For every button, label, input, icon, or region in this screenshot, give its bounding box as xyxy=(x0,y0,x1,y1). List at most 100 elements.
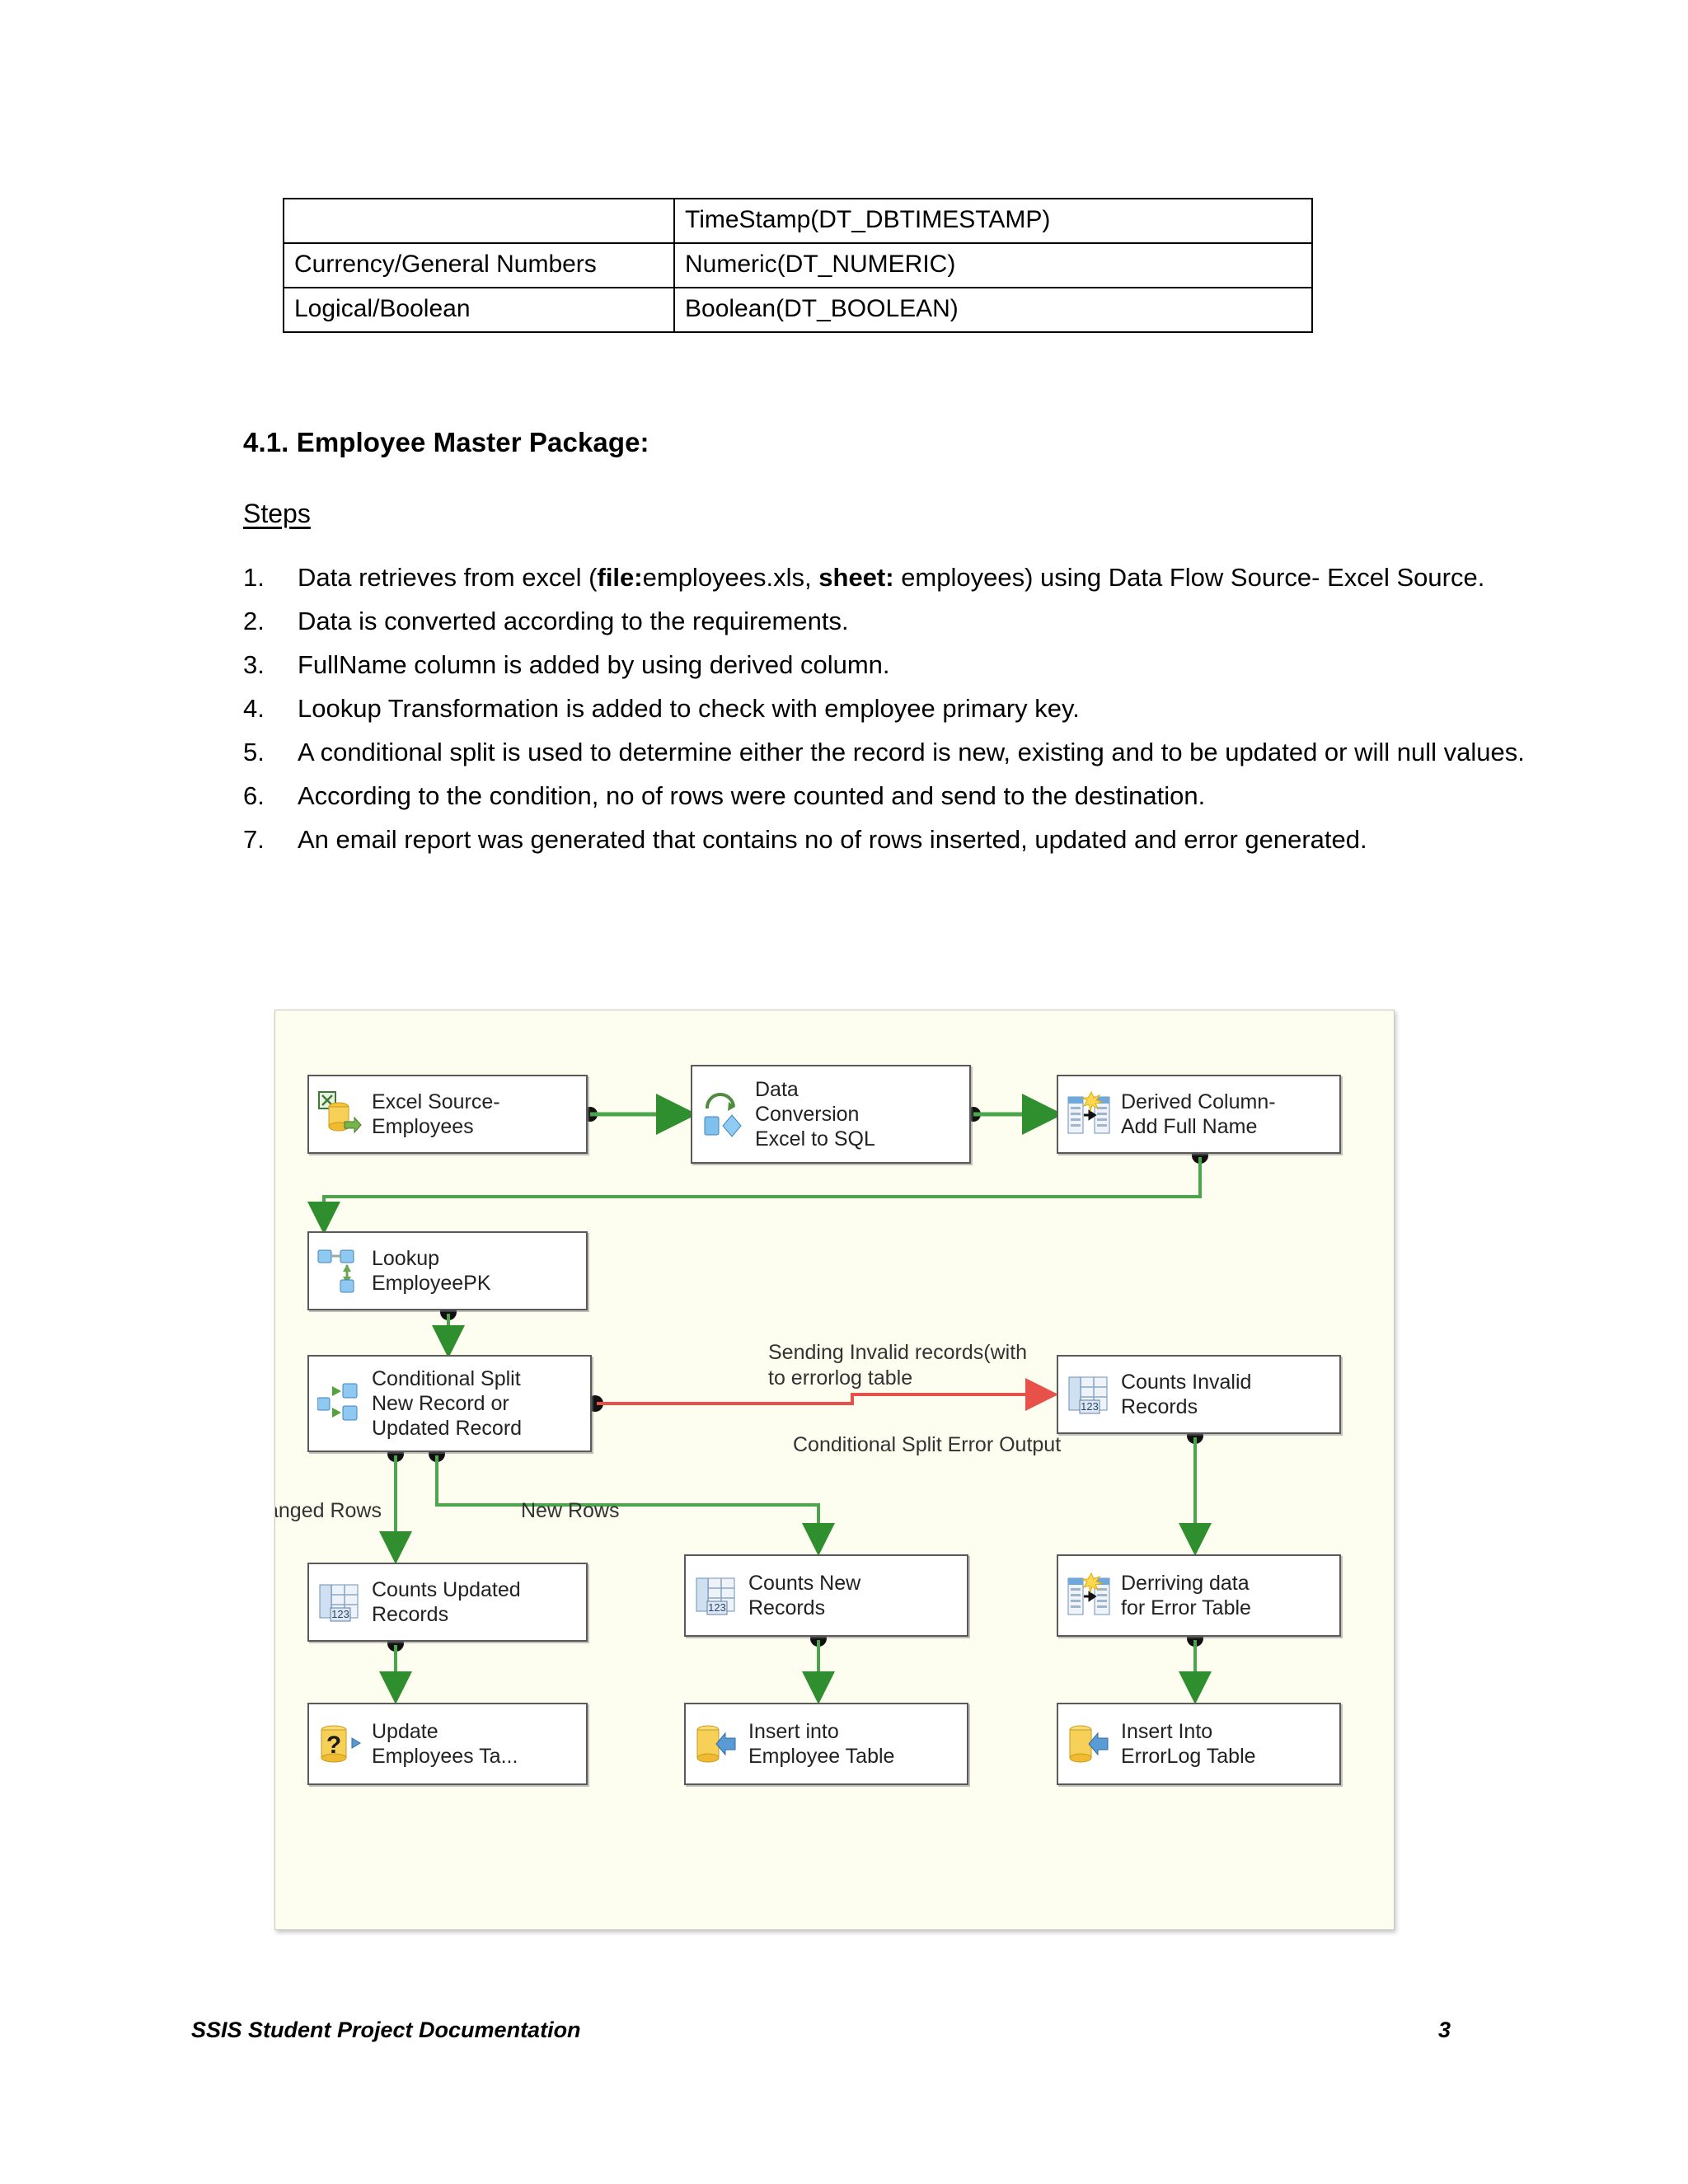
step-text: Lookup Transformation is added to check … xyxy=(298,694,1080,723)
node-label: Insert into Employee Table xyxy=(748,1720,895,1768)
step-number: 1. xyxy=(243,563,265,592)
node-insert-employee[interactable]: Insert into Employee Table xyxy=(684,1703,968,1785)
ole-update-icon: ? xyxy=(317,1720,362,1768)
table-row: TimeStamp(DT_DBTIMESTAMP) xyxy=(283,198,1313,244)
table-cell-mapping-0: TimeStamp(DT_DBTIMESTAMP) xyxy=(673,198,1313,244)
step-text: Data is converted according to the requi… xyxy=(298,607,849,635)
table-cell-type-0 xyxy=(283,198,675,244)
node-label: Derived Column- Add Full Name xyxy=(1121,1090,1276,1138)
row-count-icon: 123 xyxy=(694,1572,738,1619)
steps-list: 1.Data retrieves from excel (file:employ… xyxy=(243,556,1550,862)
step-text: Data retrieves from excel (file:employee… xyxy=(298,563,1484,592)
node-label: Derriving data for Error Table xyxy=(1121,1572,1251,1619)
step-item: 4. Lookup Transformation is added to chec… xyxy=(243,687,1550,729)
node-lookup[interactable]: Lookup EmployeePK xyxy=(307,1231,588,1310)
step-number: 4. xyxy=(243,694,265,723)
steps-label: Steps xyxy=(243,499,311,528)
step-text-run: FullName column is added by using derive… xyxy=(298,650,890,679)
connector-counts-updated-to-update xyxy=(379,1635,412,1704)
step-item: 6. According to the condition, no of rows… xyxy=(243,775,1550,817)
connector-split-error-to-counts-invalid xyxy=(587,1378,1058,1412)
table-row: Currency/General Numbers Numeric(DT_NUME… xyxy=(283,242,1313,288)
node-label: Data Conversion Excel to SQL xyxy=(755,1078,875,1151)
step-item: 2. Data is converted according to the req… xyxy=(243,600,1550,642)
connector-derriving-to-insert-errorlog xyxy=(1179,1630,1212,1704)
connector-counts-invalid-to-derriving xyxy=(1179,1427,1212,1556)
step-item: 3. FullName column is added by using deri… xyxy=(243,644,1550,686)
step-number: 3. xyxy=(243,650,265,679)
svg-text:123: 123 xyxy=(1081,1400,1099,1413)
node-label: Insert Into ErrorLog Table xyxy=(1121,1720,1256,1768)
step-text-strong: file: xyxy=(597,563,643,592)
node-counts-updated[interactable]: 123 Counts Updated Records xyxy=(307,1563,588,1642)
flow-label-new-rows-label: New Rows xyxy=(521,1499,620,1522)
node-label: Conditional Split New Record or Updated … xyxy=(372,1367,523,1440)
connector-counts-new-to-insert-employee xyxy=(802,1630,835,1704)
ole-destination-icon xyxy=(694,1720,738,1768)
excel-source-icon xyxy=(317,1090,362,1138)
node-label: Update Employees Ta... xyxy=(372,1720,518,1768)
step-text: An email report was generated that conta… xyxy=(298,825,1367,854)
derived-column-icon xyxy=(1067,1572,1111,1619)
connector-excel-to-conversion xyxy=(583,1094,697,1135)
table-cell-mapping-1: Numeric(DT_NUMERIC) xyxy=(673,242,1313,288)
lookup-icon xyxy=(317,1247,362,1295)
connector-split-to-counts-new xyxy=(429,1446,835,1556)
data-conversion-icon xyxy=(701,1090,745,1138)
node-update-employees[interactable]: ? Update Employees Ta... xyxy=(307,1703,588,1785)
connector-conversion-to-derived xyxy=(966,1094,1063,1135)
svg-text:?: ? xyxy=(326,1732,341,1759)
footer-page-number: 3 xyxy=(1438,2018,1451,2042)
step-text-run: Lookup Transformation is added to check … xyxy=(298,694,1080,723)
diagram-canvas: Excel Source- Employees Data Conversion … xyxy=(275,1010,1394,1929)
node-counts-invalid[interactable]: 123 Counts Invalid Records xyxy=(1057,1355,1341,1434)
ssis-data-flow-diagram: Excel Source- Employees Data Conversion … xyxy=(274,1010,1395,1930)
section-heading: 4.1. Employee Master Package: xyxy=(243,427,649,457)
flow-label-invalid-records-note: Sending Invalid records(with to errorlog… xyxy=(768,1341,1028,1390)
ole-destination-icon xyxy=(1067,1720,1111,1768)
step-number: 7. xyxy=(243,825,265,854)
node-label: Excel Source- Employees xyxy=(372,1090,500,1138)
node-insert-errorlog[interactable]: Insert Into ErrorLog Table xyxy=(1057,1703,1341,1785)
step-text: According to the condition, no of rows w… xyxy=(298,781,1205,810)
step-text: A conditional split is used to determine… xyxy=(298,738,1525,766)
datatype-table-body: TimeStamp(DT_DBTIMESTAMP) Currency/Gener… xyxy=(283,198,1313,333)
node-excel-source[interactable]: Excel Source- Employees xyxy=(307,1075,588,1154)
step-number: 2. xyxy=(243,607,265,635)
table-cell-mapping-2: Boolean(DT_BOOLEAN) xyxy=(673,287,1313,333)
step-number: 5. xyxy=(243,738,265,766)
step-text-run: A conditional split is used to determine… xyxy=(298,738,1525,766)
node-label: Counts New Records xyxy=(748,1572,861,1619)
table-cell-type-2: Logical/Boolean xyxy=(283,287,675,333)
connector-split-to-counts-updated xyxy=(379,1446,412,1564)
step-text-run: An email report was generated that conta… xyxy=(298,825,1367,854)
step-number: 6. xyxy=(243,781,265,810)
step-text-run: employees.xls, xyxy=(642,563,819,592)
node-derriving-data[interactable]: Derriving data for Error Table xyxy=(1057,1554,1341,1637)
step-text-run: employees) using Data Flow Source- Excel… xyxy=(893,563,1485,592)
node-label: Lookup EmployeePK xyxy=(372,1247,491,1295)
svg-text:123: 123 xyxy=(331,1608,349,1620)
footer-title: SSIS Student Project Documentation xyxy=(191,2018,581,2042)
step-text-run: According to the condition, no of rows w… xyxy=(298,781,1206,810)
node-conditional-split[interactable]: Conditional Split New Record or Updated … xyxy=(307,1355,592,1452)
step-text-strong: sheet: xyxy=(818,563,894,592)
table-cell-type-1: Currency/General Numbers xyxy=(283,242,675,288)
step-item: 1.Data retrieves from excel (file:employ… xyxy=(243,556,1550,598)
step-text-run: Data retrieves from excel ( xyxy=(298,563,598,592)
flow-label-changed-rows-label: anged Rows xyxy=(274,1499,382,1522)
flow-label-error-output-label: Conditional Split Error Output xyxy=(793,1433,1062,1456)
node-derived-column[interactable]: Derived Column- Add Full Name xyxy=(1057,1075,1341,1154)
step-item: 7. An email report was generated that con… xyxy=(243,818,1550,860)
row-count-icon: 123 xyxy=(317,1578,362,1626)
table-row: Logical/Boolean Boolean(DT_BOOLEAN) xyxy=(283,287,1313,333)
node-counts-new[interactable]: 123 Counts New Records xyxy=(684,1554,968,1637)
step-item: 5. A conditional split is used to determi… xyxy=(243,731,1550,773)
datatype-table: TimeStamp(DT_DBTIMESTAMP) Currency/Gener… xyxy=(283,198,1313,333)
row-count-icon: 123 xyxy=(1067,1371,1111,1418)
derived-column-icon xyxy=(1067,1090,1111,1138)
svg-text:123: 123 xyxy=(708,1601,726,1614)
node-data-conversion[interactable]: Data Conversion Excel to SQL xyxy=(691,1065,971,1164)
step-text: FullName column is added by using derive… xyxy=(298,650,890,679)
